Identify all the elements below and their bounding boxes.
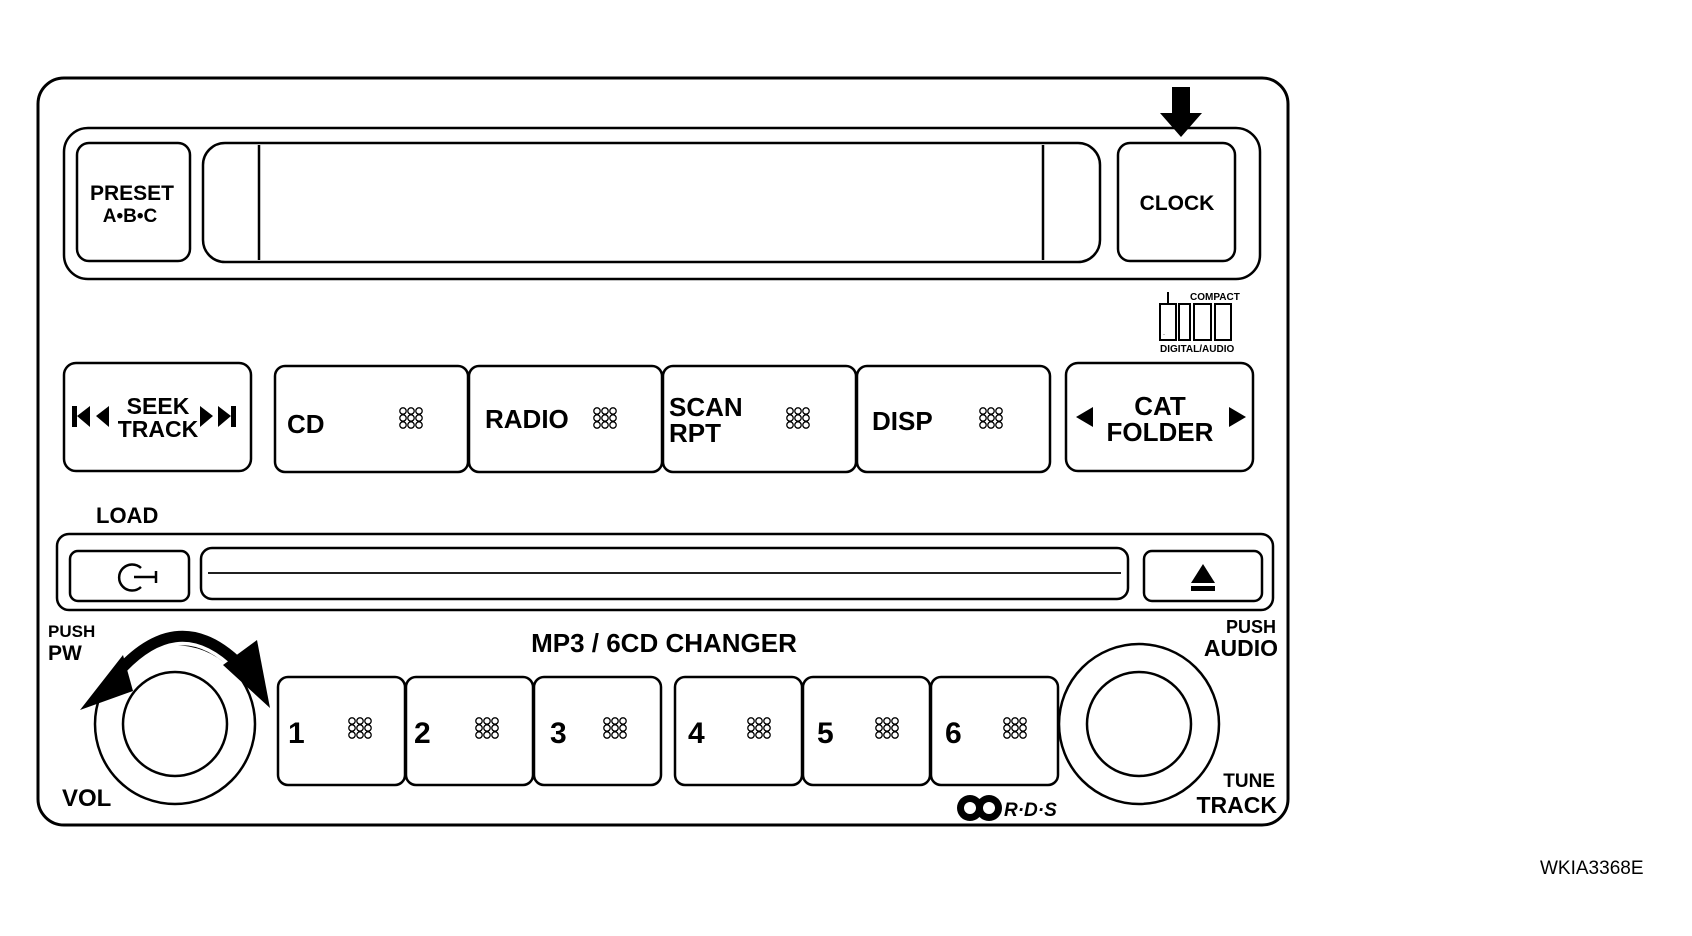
track-label: TRACK bbox=[118, 416, 199, 442]
tune-label: TUNE bbox=[1223, 771, 1275, 792]
skip-forward-icon bbox=[200, 406, 236, 427]
down-arrow-icon bbox=[1160, 87, 1202, 137]
clock-button[interactable]: CLOCK bbox=[1116, 141, 1237, 263]
preset-button[interactable]: PRESET A•B•C bbox=[75, 141, 192, 263]
cd-slot-frame bbox=[55, 532, 1275, 612]
eject-icon bbox=[1191, 564, 1215, 591]
preset-5-button[interactable]: 5 bbox=[801, 675, 932, 787]
logo-compact-text: COMPACT bbox=[1190, 292, 1240, 303]
eject-button[interactable] bbox=[1142, 549, 1264, 603]
triangle-right-icon bbox=[1229, 407, 1246, 427]
seek-label: SEEK bbox=[127, 393, 190, 419]
cd-button[interactable]: CD bbox=[273, 364, 470, 474]
cd-label: CD bbox=[287, 409, 325, 439]
radio-panel bbox=[36, 76, 1290, 827]
preset-3-label: 3 bbox=[550, 717, 567, 750]
preset-1-label: 1 bbox=[288, 717, 305, 750]
preset-6-button[interactable]: 6 bbox=[929, 675, 1060, 787]
skip-back-icon bbox=[72, 406, 109, 427]
folder-label: FOLDER bbox=[1107, 417, 1214, 447]
disp-button[interactable]: DISP bbox=[855, 364, 1052, 474]
scan-label: SCAN bbox=[669, 392, 743, 422]
preset-2-button[interactable]: 2 bbox=[404, 675, 535, 787]
preset-1-button[interactable]: 1 bbox=[276, 675, 407, 787]
logo-digital-audio-text: DIGITAL/AUDIO bbox=[1160, 344, 1234, 355]
tune-track-label: TRACK bbox=[1197, 792, 1278, 818]
changer-label: MP3 / 6CD CHANGER bbox=[531, 628, 797, 658]
preset-4-label: 4 bbox=[688, 717, 705, 750]
load-label: LOAD bbox=[96, 503, 158, 528]
volume-knob[interactable] bbox=[93, 642, 257, 806]
preset-5-label: 5 bbox=[817, 717, 834, 750]
preset-2-label: 2 bbox=[414, 717, 431, 750]
seek-track-button[interactable]: SEEK TRACK bbox=[62, 361, 253, 473]
preset-sub-label: A•B•C bbox=[103, 206, 158, 227]
rds-logo: R·D·S bbox=[957, 795, 1057, 821]
figure-code: WKIA3368E bbox=[1540, 858, 1644, 879]
audio-tune-knob[interactable] bbox=[1057, 642, 1221, 806]
cat-label: CAT bbox=[1134, 391, 1186, 421]
push-pw-label: PUSH bbox=[48, 622, 95, 641]
radio-label: RADIO bbox=[485, 404, 569, 434]
preset-4-button[interactable]: 4 bbox=[673, 675, 804, 787]
compact-disc-logo: COMPACT DIGITAL/AUDIO bbox=[1159, 292, 1240, 355]
cat-folder-button[interactable]: CAT FOLDER bbox=[1064, 361, 1255, 473]
display-screen bbox=[201, 141, 1102, 264]
rotate-arrows-icon bbox=[80, 627, 270, 710]
triangle-left-icon bbox=[1076, 407, 1093, 427]
preset-3-button[interactable]: 3 bbox=[532, 675, 663, 787]
scan-rpt-button[interactable]: SCAN RPT bbox=[661, 364, 858, 474]
load-button[interactable] bbox=[68, 549, 191, 603]
preset-6-label: 6 bbox=[945, 717, 962, 750]
pw-label: PW bbox=[48, 642, 82, 665]
load-icon bbox=[117, 563, 158, 592]
audio-label: AUDIO bbox=[1204, 635, 1278, 661]
rds-text: R·D·S bbox=[1004, 800, 1057, 821]
vol-label: VOL bbox=[62, 785, 111, 812]
clock-label: CLOCK bbox=[1140, 192, 1215, 215]
radio-button[interactable]: RADIO bbox=[467, 364, 664, 474]
push-audio-label: PUSH bbox=[1226, 617, 1276, 637]
disp-label: DISP bbox=[872, 406, 933, 436]
display-frame bbox=[62, 126, 1262, 281]
rpt-label: RPT bbox=[669, 418, 721, 448]
logo-disc-text: disc bbox=[1163, 334, 1165, 336]
preset-label: PRESET bbox=[90, 182, 174, 205]
